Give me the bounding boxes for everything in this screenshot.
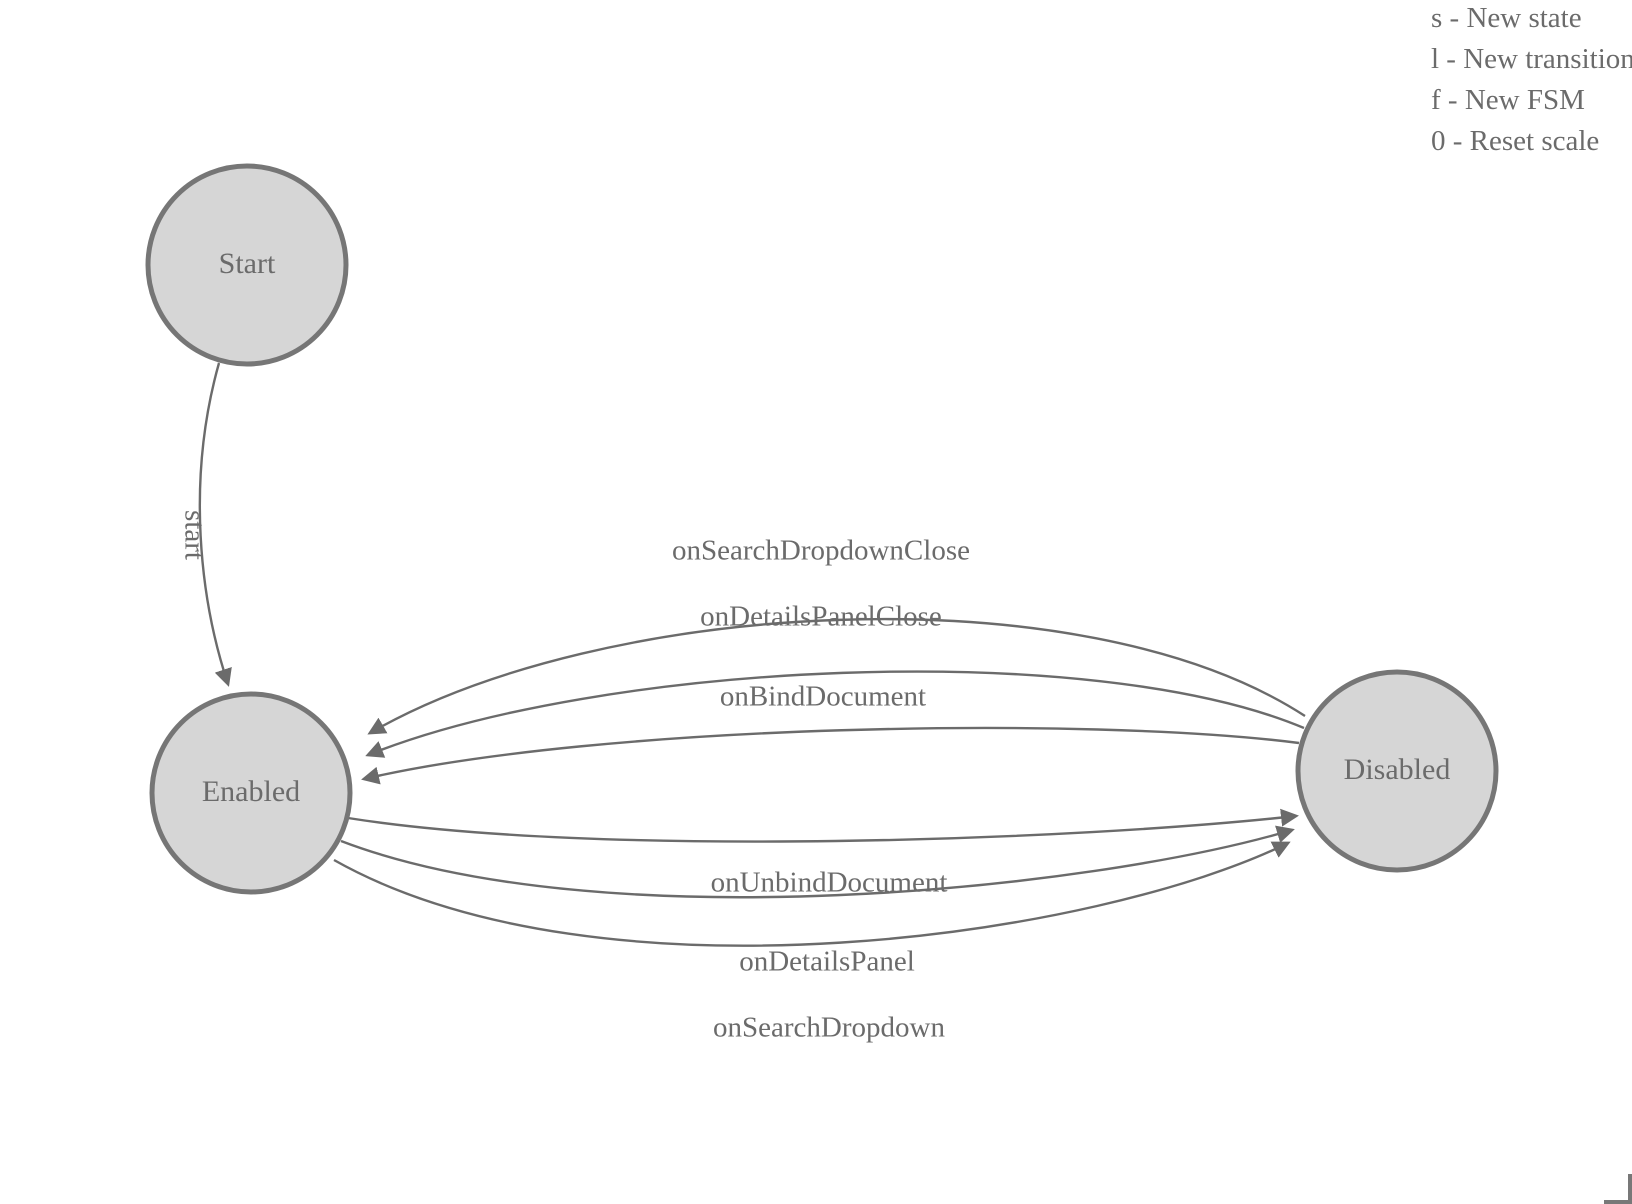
node-enabled-circle[interactable] xyxy=(149,691,353,895)
edge-label-onUnbindDocument: onUnbindDocument xyxy=(711,867,948,899)
node-start[interactable]: Start xyxy=(145,163,349,367)
edge-label-onBindDocument: onBindDocument xyxy=(720,681,926,713)
resize-corner-handle[interactable] xyxy=(1604,1174,1632,1204)
edge-onSearchDropdown[interactable]: onSearchDropdown xyxy=(333,841,1291,1044)
edge-label-onSearchDropdownClose: onSearchDropdownClose xyxy=(672,535,970,567)
node-disabled-label: Disabled xyxy=(1344,753,1451,786)
edge-onDetailsPanel[interactable]: onDetailsPanel xyxy=(340,825,1295,978)
edge-start[interactable]: start xyxy=(178,362,232,687)
edge-onDetailsPanelClose[interactable]: onDetailsPanelClose xyxy=(365,601,1305,758)
edge-onUnbindDocument[interactable]: onUnbindDocument xyxy=(347,808,1299,899)
node-start-circle[interactable] xyxy=(145,163,349,367)
node-start-label: Start xyxy=(219,247,276,280)
edge-label-onDetailsPanel: onDetailsPanel xyxy=(739,946,915,978)
edge-label-onDetailsPanelClose: onDetailsPanelClose xyxy=(700,601,942,633)
help-line-new-transition: l - New transition xyxy=(1431,43,1632,75)
resize-corner-horizontal-bar xyxy=(1604,1200,1632,1204)
edge-onBindDocument[interactable]: onBindDocument xyxy=(361,681,1300,785)
help-line-new-state: s - New state xyxy=(1431,2,1582,34)
resize-corner-vertical-bar xyxy=(1628,1174,1632,1204)
node-disabled-circle[interactable] xyxy=(1295,669,1499,873)
edge-label-onSearchDropdown: onSearchDropdown xyxy=(713,1012,945,1044)
node-disabled[interactable]: Disabled xyxy=(1295,669,1499,873)
node-enabled-label: Enabled xyxy=(202,775,300,808)
help-overlay: s - New state l - New transition f - New… xyxy=(1431,0,1632,162)
edge-onSearchDropdownClose[interactable]: onSearchDropdownClose xyxy=(367,535,1306,735)
node-enabled[interactable]: Enabled xyxy=(149,691,353,895)
help-line-reset-scale: 0 - Reset scale xyxy=(1431,125,1600,157)
help-line-new-fsm: f - New FSM xyxy=(1431,84,1585,116)
edge-label-start: start xyxy=(178,510,210,560)
